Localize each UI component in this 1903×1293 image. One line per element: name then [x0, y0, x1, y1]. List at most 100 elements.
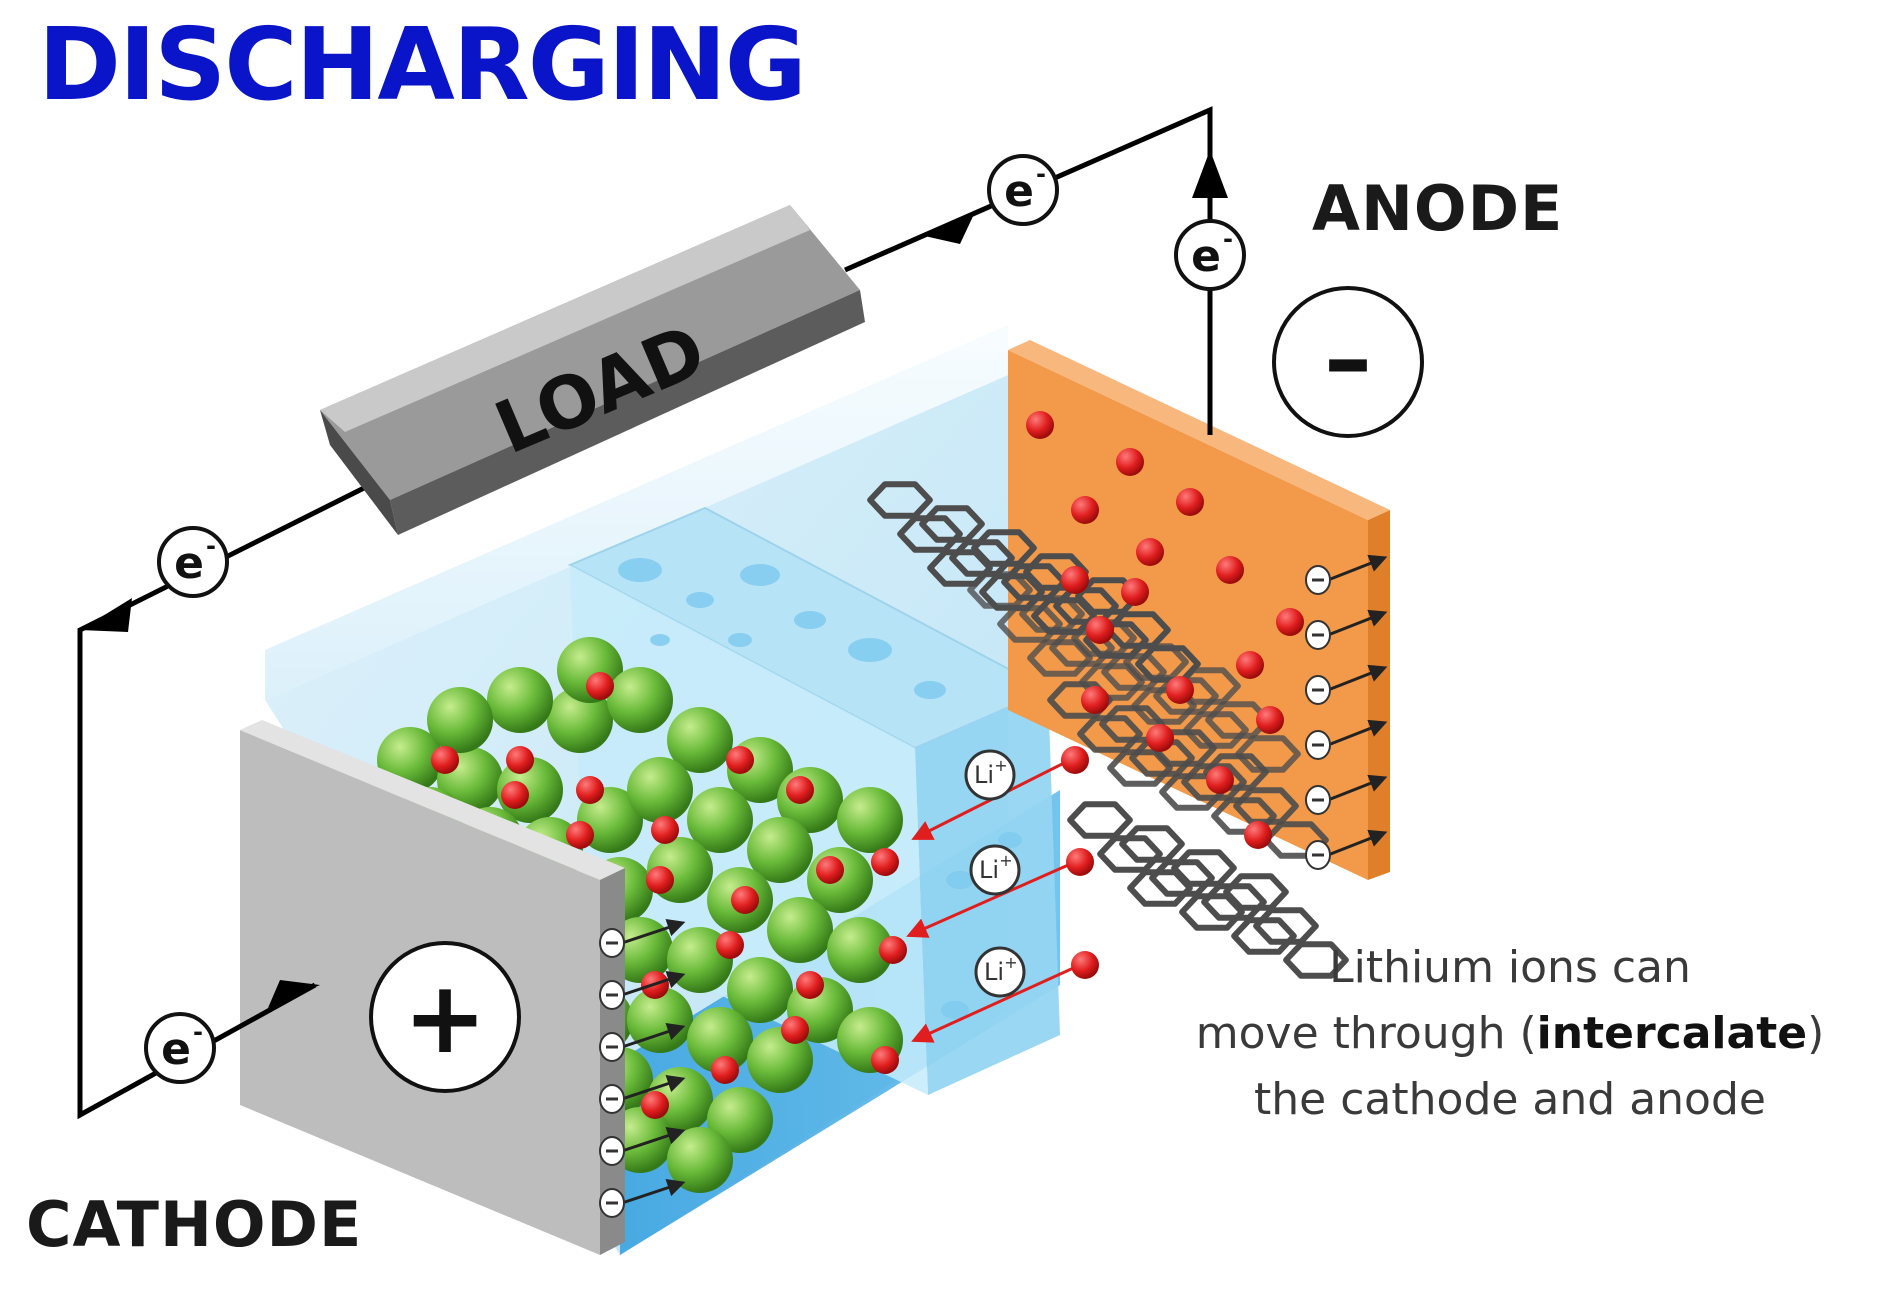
graphene-hexagon — [1283, 941, 1349, 979]
lithium-ion — [1176, 488, 1204, 516]
anode-lithium-ions — [1026, 411, 1304, 849]
lithium-ion — [726, 746, 754, 774]
li-ion-badge: Li + — [964, 749, 1016, 801]
current-arrows — [80, 150, 1228, 1008]
anode-edge-electrons — [1305, 554, 1388, 870]
li-ion-badge: Li + — [969, 844, 1021, 896]
edge-electron — [1305, 664, 1388, 705]
lithium-ion — [1166, 676, 1194, 704]
lithium-ion — [431, 746, 459, 774]
svg-text:+: + — [999, 851, 1012, 870]
graphene-hexagon — [1179, 893, 1245, 931]
lithium-ion — [1061, 566, 1089, 594]
cathode-particle — [667, 707, 733, 773]
cathode-edge-electrons — [599, 919, 686, 1218]
cathode-particle — [727, 957, 793, 1023]
lithium-ion — [711, 1056, 739, 1084]
lithium-ion — [1244, 821, 1272, 849]
lithium-ion — [1236, 651, 1264, 679]
graphene-hexagon — [1067, 801, 1133, 839]
lithium-ion — [796, 971, 824, 999]
lithium-ion — [641, 1091, 669, 1119]
svg-text:e: e — [1191, 231, 1221, 282]
anode-negative-sign: – — [1272, 286, 1424, 438]
cathode-particle — [687, 1007, 753, 1073]
cathode-label: CATHODE — [26, 1188, 363, 1261]
svg-text:-: - — [1223, 225, 1233, 253]
lithium-ion — [716, 931, 744, 959]
lithium-ion — [646, 866, 674, 894]
svg-text:-: - — [206, 532, 216, 560]
lithium-ion — [1081, 686, 1109, 714]
lithium-ion — [816, 856, 844, 884]
edge-electron — [599, 919, 686, 958]
cathode-particle — [647, 1067, 713, 1133]
graphene-hexagon — [1231, 917, 1297, 955]
graphene-hexagon — [1127, 869, 1193, 907]
cathode-particle — [627, 757, 693, 823]
li-ion-badge: Li + — [974, 946, 1026, 998]
edge-electron — [599, 1075, 686, 1114]
edge-electron — [599, 1179, 686, 1218]
svg-text:e: e — [1004, 166, 1034, 217]
lithium-ion — [1026, 411, 1054, 439]
lithium-ion — [786, 776, 814, 804]
svg-text:Li: Li — [979, 856, 999, 884]
graphene-hexagon — [1107, 749, 1173, 787]
lithium-ion — [651, 816, 679, 844]
intercalation-caption: Lithium ions can move through (intercala… — [1150, 935, 1870, 1133]
svg-text:+: + — [1004, 953, 1017, 972]
lithium-ion — [1276, 608, 1304, 636]
electron-badge: e - — [157, 526, 229, 598]
cathode-particle — [487, 667, 553, 733]
edge-electron — [1305, 719, 1388, 760]
svg-text:Li: Li — [974, 761, 994, 789]
cathode-particle — [427, 687, 493, 753]
cathode-particle — [607, 667, 673, 733]
edge-electron — [599, 1023, 686, 1062]
cathode-positive-sign: + — [369, 941, 521, 1093]
lithium-ion — [1216, 556, 1244, 584]
diagram-title: DISCHARGING — [38, 6, 807, 123]
lithium-ion — [1136, 538, 1164, 566]
lithium-ion — [1121, 578, 1149, 606]
lithium-ion — [731, 886, 759, 914]
edge-electron — [1305, 609, 1388, 650]
lithium-ion — [1086, 616, 1114, 644]
svg-text:e: e — [161, 1024, 191, 1075]
svg-text:+: + — [403, 959, 487, 1076]
cathode-particle — [547, 687, 613, 753]
anode-label: ANODE — [1312, 172, 1564, 245]
graphene-hexagon — [1027, 639, 1093, 677]
edge-electron — [599, 971, 686, 1010]
lithium-ion — [501, 781, 529, 809]
migrating-lithium-ions — [871, 746, 1099, 1074]
electron-badge: e - — [144, 1012, 216, 1084]
edge-electron — [1305, 554, 1388, 595]
svg-text:e: e — [174, 538, 204, 589]
svg-text:–: – — [1324, 303, 1372, 415]
caption-line-2: move through (intercalate) — [1195, 1008, 1825, 1059]
graphite-layers — [867, 481, 1349, 979]
lithium-ion — [1146, 724, 1174, 752]
lithium-ion — [1116, 448, 1144, 476]
caption-line-3: the cathode and anode — [1254, 1074, 1766, 1125]
cathode-particle — [707, 1087, 773, 1153]
svg-text:-: - — [1036, 160, 1046, 188]
cathode-particle — [827, 917, 893, 983]
lithium-ion — [781, 1016, 809, 1044]
caption-emphasis: intercalate — [1536, 1008, 1808, 1059]
lithium-ion — [586, 672, 614, 700]
cathode-particle — [687, 787, 753, 853]
electron-badge: e - — [1174, 219, 1246, 291]
edge-electron — [1305, 829, 1388, 870]
edge-electron — [599, 1127, 686, 1166]
lithium-ion — [566, 821, 594, 849]
lithium-ion — [1071, 496, 1099, 524]
cathode-particle — [667, 1127, 733, 1193]
lithium-ion — [1256, 706, 1284, 734]
load-block: LOAD — [320, 205, 865, 535]
edge-electron — [1305, 774, 1388, 815]
